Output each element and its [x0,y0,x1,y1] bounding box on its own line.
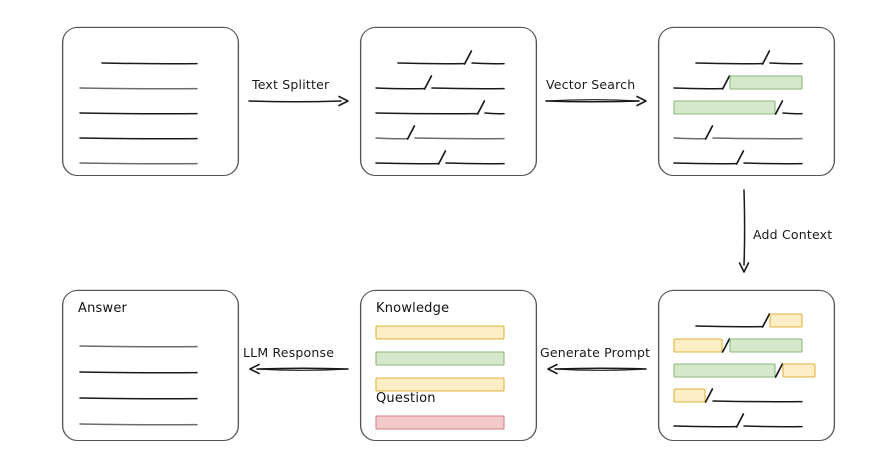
edge-generate-prompt[interactable] [547,363,647,375]
answer-line-0-0 [79,345,198,348]
retrieved-chunks-line-0-0 [695,62,763,65]
retrieved-chunks-frame-sketch [658,26,835,176]
source-document-line-1-0 [79,87,198,90]
context-chunks-chip-2-2[interactable] [782,363,816,378]
source-document-line-3-0 [79,137,198,140]
split-chunks-slash-1 [423,75,433,90]
context-chunks-slash-3 [704,388,714,403]
prompt-box[interactable] [359,289,538,442]
retrieved-chunks-line-3-2 [712,137,803,140]
retrieved-chunks-slash-4 [735,150,745,165]
question-chip-1[interactable] [375,415,505,430]
retrieved-chunks-slash-3 [704,125,714,140]
knowledge-chip-2[interactable] [375,351,505,366]
edge-vector-search-label: Vector Search [546,77,636,92]
context-chunks-chip-1-2[interactable] [729,338,803,353]
context-chunks-frame-sketch [658,289,835,441]
source-document-line-2-0 [79,112,198,115]
split-chunks-slash-2 [476,100,486,115]
edge-generate-prompt-shaft [554,367,647,370]
context-chunks-line-4-0 [673,425,737,428]
edge-add-context-arrowhead [738,262,750,273]
edge-add-context[interactable] [738,189,750,273]
context-chunks-slash-2 [774,363,784,378]
split-chunks-box[interactable] [359,26,538,177]
edge-vector-search-arrowhead [636,95,647,107]
split-chunks-line-2-2 [484,112,505,115]
split-chunks-line-3-0 [375,137,408,140]
edge-text-splitter-shaft [248,100,342,103]
split-chunks-line-0-2 [471,62,505,65]
retrieved-chunks-line-0-2 [769,62,803,65]
knowledge-chip-3[interactable] [375,377,505,392]
answer-line-2-0 [79,397,198,400]
retrieved-chunks-chip-1-2[interactable] [729,75,803,90]
source-document-line-0-0 [101,62,198,65]
edge-llm-response[interactable] [249,363,349,375]
retrieved-chunks-box[interactable] [657,26,836,177]
retrieved-chunks-slash-2 [774,100,784,115]
context-chunks-line-3-2 [712,400,803,403]
source-document-frame-sketch [62,26,239,176]
edge-text-splitter-label: Text Splitter [252,77,330,92]
retrieved-chunks-line-4-2 [743,162,803,165]
answer-box[interactable] [61,289,240,442]
split-chunks-line-4-0 [375,162,439,165]
split-chunks-slash-4 [437,150,447,165]
edge-generate-prompt-shaft-sketch [554,368,647,371]
split-chunks-frame-sketch [360,26,537,176]
split-chunks-line-1-2 [431,87,505,90]
split-chunks-frame [359,26,538,177]
context-chunks-slash-0 [761,313,771,328]
retrieved-chunks-slash-1 [721,75,731,90]
split-chunks-line-1-0 [375,87,425,90]
split-chunks-slash-3 [406,125,416,140]
knowledge-chip-1[interactable] [375,325,505,340]
source-document-frame [61,26,240,177]
edge-llm-response-arrowhead [249,363,260,375]
context-chunks-line-4-2 [743,425,803,428]
answer-line-1-0 [79,371,198,374]
edge-llm-response-label: LLM Response [243,345,335,360]
retrieved-chunks-line-2-2 [782,112,803,115]
edge-generate-prompt-label: Generate Prompt [540,345,651,360]
answer-heading: Answer [78,301,128,316]
context-chunks-slash-4 [735,413,745,428]
edge-vector-search-shaft [545,100,640,103]
source-document-box[interactable] [61,26,240,177]
source-document-line-4-0 [79,162,198,165]
edge-llm-response-shaft [256,367,349,370]
split-chunks-line-0-0 [397,62,465,65]
split-chunks-slash-0 [463,50,473,65]
question-heading: Question [376,391,436,406]
context-chunks-chip-2-0[interactable] [673,363,776,378]
answer-frame-sketch [62,289,239,441]
context-chunks-chip-3-0[interactable] [673,388,706,403]
retrieved-chunks-line-4-0 [673,162,737,165]
edge-add-context-label: Add Context [753,227,833,242]
retrieved-chunks-chip-2-0[interactable] [673,100,776,115]
edge-add-context-shaft [743,189,746,266]
context-chunks-line-0-0 [695,325,763,328]
context-chunks-chip-1-0[interactable] [673,338,723,353]
split-chunks-line-2-0 [375,112,478,115]
edge-vector-search[interactable] [545,95,647,107]
edge-vector-search-shaft-sketch [545,99,640,102]
retrieved-chunks-slash-0 [761,50,771,65]
split-chunks-line-4-2 [445,162,505,165]
answer-line-3-0 [79,423,198,426]
context-chunks-slash-1 [721,338,731,353]
retrieved-chunks-line-1-0 [673,87,723,90]
edge-text-splitter[interactable] [248,95,349,107]
retrieved-chunks-line-3-0 [673,137,706,140]
prompt-frame-sketch [360,289,537,441]
edge-llm-response-shaft-sketch [256,368,349,371]
edge-text-splitter-arrowhead [338,95,349,107]
context-chunks-chip-0-2[interactable] [769,313,803,328]
edge-generate-prompt-arrowhead [547,363,558,375]
split-chunks-line-3-2 [414,137,505,140]
knowledge-heading: Knowledge [376,301,450,316]
context-chunks-box[interactable] [657,289,836,442]
